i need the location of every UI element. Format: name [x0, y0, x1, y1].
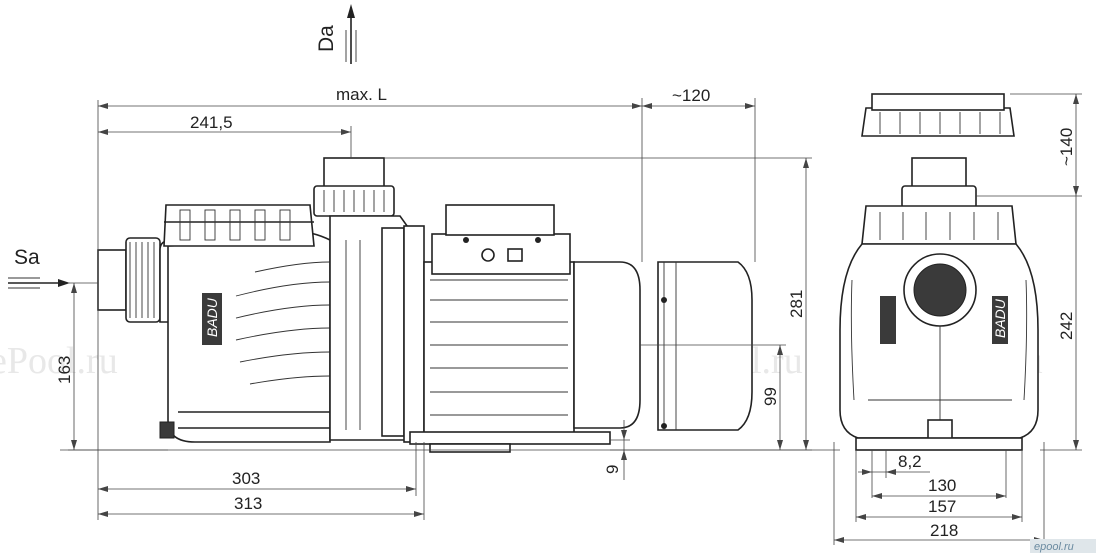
dim-99: 99 — [761, 387, 780, 406]
side-dimensions: max. L ~120 241,5 281 99 9 163 — [55, 85, 840, 520]
motor-flange — [403, 225, 425, 443]
front-view: BADU — [839, 93, 1039, 451]
motor-bracket — [381, 227, 405, 437]
discharge-arrow: Da — [315, 4, 357, 64]
prefilter-lid — [163, 204, 315, 247]
dim-130: 130 — [928, 476, 956, 495]
discharge-pipe — [323, 157, 385, 189]
dim-281: 281 — [787, 290, 806, 318]
dim-242: 242 — [1057, 312, 1076, 340]
lid-service-position — [861, 107, 1015, 137]
dim-9: 9 — [603, 465, 622, 474]
lid-top-ring — [871, 93, 1005, 111]
dim-313: 313 — [234, 494, 262, 513]
front-inlet-grille — [913, 263, 967, 317]
side-view: BADU — [97, 157, 753, 453]
dim-approx-140: ~140 — [1057, 128, 1076, 166]
suction-label: Sa — [14, 246, 40, 269]
dim-max-l: max. L — [336, 85, 387, 104]
front-base — [855, 437, 1023, 451]
terminal-gland-2 — [507, 248, 523, 262]
terminal-box-cover — [445, 204, 555, 236]
motor-end-cap — [573, 261, 641, 429]
dim-303: 303 — [232, 469, 260, 488]
dim-approx-120: ~120 — [672, 86, 710, 105]
suction-arrow: Sa — [8, 246, 70, 289]
dim-157: 157 — [928, 497, 956, 516]
front-discharge-nut — [901, 185, 977, 209]
terminal-box — [431, 233, 571, 275]
terminal-gland-1 — [481, 248, 495, 262]
front-lid — [861, 205, 1017, 245]
motor-body — [423, 261, 575, 437]
suction-pipe — [97, 249, 127, 311]
motor-base — [409, 431, 611, 445]
dim-218: 218 — [930, 521, 958, 540]
dim-8-2: 8,2 — [898, 452, 922, 471]
fan-cover — [657, 261, 753, 431]
suction-union-nut — [125, 237, 161, 323]
front-brand-plate-left — [880, 296, 896, 344]
watermark-badge-text: epool.ru — [1034, 541, 1074, 553]
brand-logo-side: BADU — [204, 297, 220, 337]
front-dimensions: ~140 242 8,2 130 157 218 — [833, 93, 1082, 545]
drain-plug — [159, 421, 175, 439]
discharge-label: Da — [315, 25, 338, 52]
motor-foot — [429, 443, 511, 453]
dim-241-5: 241,5 — [190, 113, 233, 132]
dim-163: 163 — [55, 356, 74, 384]
front-drain — [927, 419, 953, 441]
brand-logo-front: BADU — [992, 298, 1008, 338]
watermark-badge: epool.ru — [1030, 539, 1096, 553]
front-brand-plate-right: BADU — [992, 296, 1008, 344]
brand-plate-side: BADU — [202, 293, 222, 345]
